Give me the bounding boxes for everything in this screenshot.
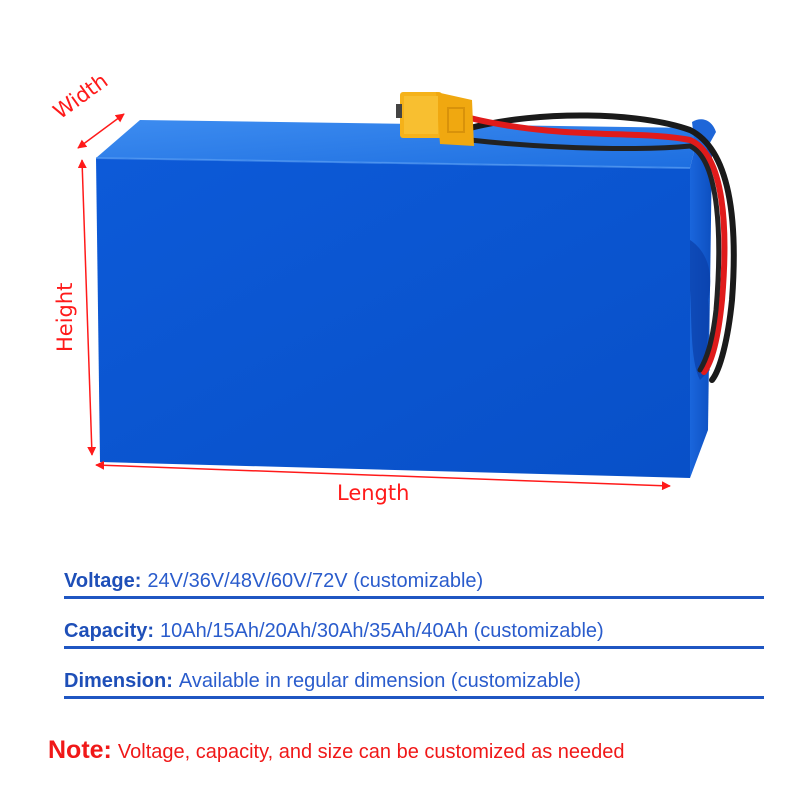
note-label: Note: (48, 736, 112, 764)
spec-value: 24V/36V/48V/60V/72V (customizable) (147, 570, 484, 592)
xt-connector (396, 92, 474, 146)
width-arrow (77, 113, 125, 149)
spec-row-capacity: Capacity:10Ah/15Ah/20Ah/30Ah/35Ah/40Ah (… (64, 613, 764, 649)
red-wire (467, 115, 728, 375)
black-wire-2 (467, 137, 722, 373)
height-arrow (77, 159, 97, 456)
spec-value: 10Ah/15Ah/20Ah/30Ah/35Ah/40Ah (customiza… (160, 620, 604, 642)
battery-front-face (96, 158, 690, 478)
spec-label: Dimension: (64, 670, 173, 692)
spec-list: Voltage:24V/36V/48V/60V/72V (customizabl… (64, 563, 764, 713)
battery-pack-illustration (77, 92, 737, 491)
black-wire (467, 112, 737, 383)
note-text: Voltage, capacity, and size can be custo… (117, 741, 625, 763)
spec-value: Available in regular dimension (customiz… (178, 670, 581, 692)
battery-product-image: Width Height Length (49, 69, 737, 505)
spec-row-dimension: Dimension:Available in regular dimension… (64, 663, 764, 699)
length-label: Length (337, 481, 410, 505)
length-arrow (95, 460, 671, 491)
spec-label: Voltage: (64, 570, 142, 592)
customization-note: Note:Voltage, capacity, and size can be … (48, 732, 625, 772)
height-label: Height (53, 282, 77, 352)
spec-label: Capacity: (64, 620, 155, 642)
spec-row-voltage: Voltage:24V/36V/48V/60V/72V (customizabl… (64, 563, 764, 599)
